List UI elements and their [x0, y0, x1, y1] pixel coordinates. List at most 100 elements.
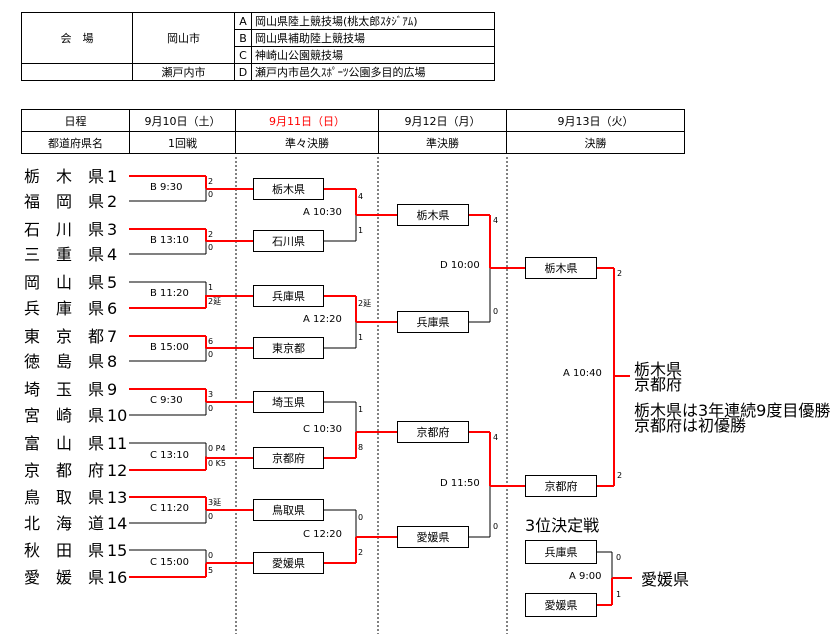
score: 0 K5 — [208, 459, 226, 468]
header-round1: 1回戦 — [129, 131, 236, 154]
score: 2 — [358, 548, 364, 557]
venue-code: D — [234, 63, 252, 81]
team-seed: 16 — [107, 568, 128, 587]
qf-team-box: 愛媛県 — [253, 552, 324, 574]
team-seed: 9 — [107, 380, 118, 399]
score: 0 — [208, 512, 214, 521]
score: 0 — [208, 243, 214, 252]
score: 4 — [493, 433, 499, 442]
qf-team-box: 石川県 — [253, 230, 324, 252]
score: 4 — [493, 216, 499, 225]
champion-2: 京都府 — [634, 375, 683, 394]
score: 0 — [208, 404, 214, 413]
match-time: C 13:10 — [150, 449, 189, 461]
match-time: A 9:00 — [569, 571, 602, 582]
team-seed: 12 — [107, 461, 128, 480]
result-note: 京都府は初優勝 — [634, 416, 747, 435]
team-name: 宮 崎 県 — [24, 406, 105, 425]
score: 0 — [493, 522, 499, 531]
match-time: B 11:20 — [150, 288, 189, 299]
qf-team-box: 埼玉県 — [253, 391, 324, 413]
team-seed: 1 — [107, 167, 118, 186]
score: 2 — [208, 230, 214, 239]
header-day3: 9月12日（月） — [378, 109, 507, 132]
score: 1 — [358, 405, 364, 414]
match-time: B 15:00 — [150, 341, 189, 353]
sf-team-box: 愛媛県 — [397, 526, 469, 548]
final-team-box: 栃木県 — [525, 257, 597, 279]
match-time: D 11:50 — [440, 478, 480, 489]
score: 2 — [617, 471, 623, 480]
qf-team-box: 東京都 — [253, 337, 324, 359]
third-place-winner: 愛媛県 — [641, 570, 690, 589]
qf-team-box: 兵庫県 — [253, 285, 324, 307]
team-seed: 11 — [107, 434, 128, 453]
match-time: C 10:30 — [303, 424, 342, 435]
qf-team-box: 京都府 — [253, 447, 324, 469]
match-time: B 13:10 — [150, 234, 189, 246]
score: 0 — [616, 553, 622, 562]
final-team-box: 京都府 — [525, 475, 597, 497]
score: 0 — [358, 513, 364, 522]
score: 0 — [208, 190, 214, 199]
team-name: 福 岡 県 — [24, 192, 105, 211]
match-time: C 12:20 — [303, 529, 342, 540]
score: 0 — [208, 350, 214, 359]
score: 2延 — [358, 299, 372, 308]
score: 1 — [358, 226, 364, 235]
score: 3延 — [208, 498, 222, 507]
header-semifinal: 準決勝 — [378, 131, 507, 154]
score: 2 — [617, 269, 623, 278]
team-seed: 14 — [107, 514, 128, 533]
score: 2延 — [208, 297, 222, 306]
match-time: D 10:00 — [440, 260, 480, 271]
match-time: C 9:30 — [150, 395, 183, 406]
team-seed: 5 — [107, 273, 118, 292]
team-name: 石 川 県 — [24, 220, 105, 239]
match-time: B 9:30 — [150, 181, 183, 193]
team-name: 兵 庫 県 — [24, 299, 105, 318]
result-note: 栃木県は3年連続9度目優勝 — [634, 401, 830, 420]
team-name: 富 山 県 — [24, 434, 105, 453]
team-name: 栃 木 県 — [24, 167, 105, 186]
team-name: 鳥 取 県 — [24, 488, 105, 507]
venue-table: 会 場 岡山市 A 岡山県陸上競技場(桃太郎ｽﾀｼﾞｱﾑ) B 岡山県補助陸上競… — [21, 12, 495, 81]
match-time: A 10:30 — [303, 207, 342, 218]
venue-name: 瀬戸内市邑久ｽﾎﾟｰﾂ公園多目的広場 — [251, 63, 495, 81]
team-name: 埼 玉 県 — [24, 380, 105, 399]
score: 2 — [208, 177, 214, 186]
qf-team-box: 栃木県 — [253, 178, 324, 200]
team-seed: 2 — [107, 192, 118, 211]
team-name: 京 都 府 — [24, 461, 105, 480]
score: 8 — [358, 443, 364, 452]
header-day1: 9月10日（土） — [129, 109, 236, 132]
score: 1 — [358, 333, 364, 342]
team-seed: 15 — [107, 541, 128, 560]
team-seed: 7 — [107, 327, 118, 346]
third-team-box: 愛媛県 — [525, 593, 597, 617]
schedule-header: 日程 9月10日（土） 9月11日（日） 9月12日（月） 9月13日（火） 都… — [21, 109, 685, 154]
team-name: 東 京 都 — [24, 327, 105, 346]
venue-city-okayama: 岡山市 — [132, 12, 235, 64]
third-team-box: 兵庫県 — [525, 540, 597, 564]
third-place-title: 3位決定戦 — [525, 516, 600, 535]
team-seed: 3 — [107, 220, 118, 239]
team-name: 岡 山 県 — [24, 273, 105, 292]
team-seed: 8 — [107, 352, 118, 371]
score: 0 — [493, 307, 499, 316]
sf-team-box: 栃木県 — [397, 204, 469, 226]
score: 1 — [208, 283, 214, 292]
venue-label: 会 場 — [21, 12, 133, 64]
header-final: 決勝 — [506, 131, 685, 154]
team-seed: 4 — [107, 245, 118, 264]
team-seed: 6 — [107, 299, 118, 318]
team-name: 北 海 道 — [24, 514, 105, 533]
champion-1: 栃木県 — [634, 360, 683, 379]
score: 3 — [208, 390, 214, 399]
match-time: C 15:00 — [150, 556, 189, 568]
header-prefecture: 都道府県名 — [21, 131, 130, 154]
team-name: 三 重 県 — [24, 245, 105, 264]
sf-team-box: 京都府 — [397, 421, 469, 443]
sf-team-box: 兵庫県 — [397, 311, 469, 333]
